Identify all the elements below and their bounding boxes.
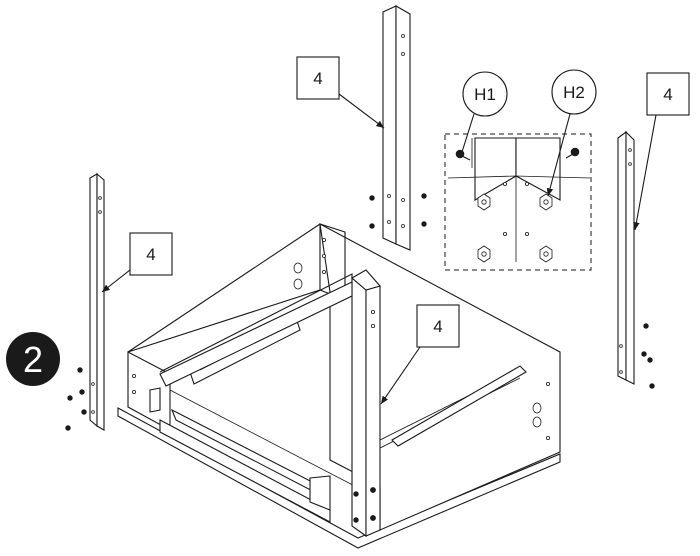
- step-badge: 2: [6, 332, 60, 386]
- front-bottom-rail: [159, 419, 331, 523]
- callout-post-top: 4: [296, 56, 385, 129]
- svg-text:4: 4: [313, 69, 322, 88]
- callout-post-left: 4: [101, 232, 173, 293]
- cabinet-base: [117, 223, 561, 549]
- h2-nuts: [477, 193, 553, 263]
- base-plinth: [117, 407, 561, 549]
- step-number: 2: [23, 339, 43, 380]
- svg-text:4: 4: [433, 317, 442, 336]
- post-left-screws: [65, 367, 87, 431]
- front-top-rail: [159, 281, 353, 387]
- svg-text:4: 4: [146, 245, 155, 264]
- front-corner-post: [159, 269, 381, 538]
- hardware-detail-inset: [444, 133, 592, 271]
- detail-frame: [444, 133, 592, 271]
- callout-post-right: 4: [633, 72, 690, 231]
- h1-screw-icon: [455, 149, 471, 161]
- h2-screw-icon: [565, 147, 580, 159]
- post-right-screws: [641, 323, 655, 389]
- cable-knockouts: [131, 237, 551, 440]
- svg-text:H1: H1: [474, 85, 496, 104]
- post-right: [617, 130, 655, 389]
- callout-post-front: 4: [380, 304, 460, 405]
- post-left: [65, 172, 105, 431]
- label-h2: H2: [546, 69, 597, 197]
- post-top-screws: [369, 193, 427, 229]
- svg-text:H2: H2: [563, 83, 585, 102]
- svg-text:4: 4: [663, 85, 672, 104]
- post-top: [369, 5, 427, 251]
- drawer-slide-right: [391, 365, 527, 447]
- label-h1: H1: [461, 71, 508, 153]
